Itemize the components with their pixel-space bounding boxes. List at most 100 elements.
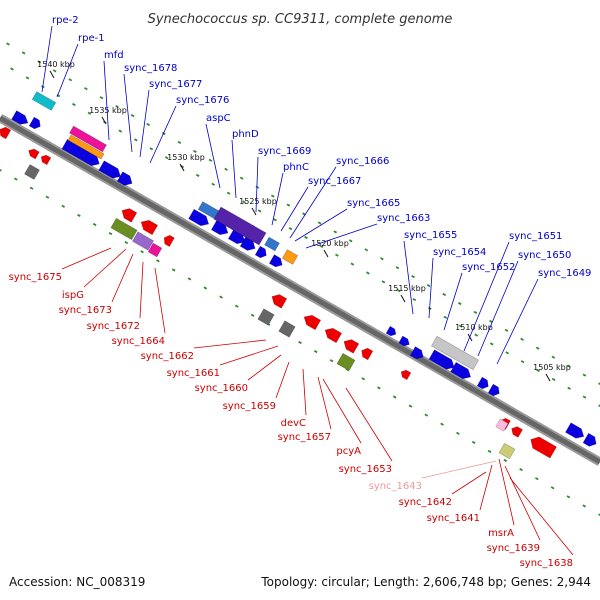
forward-gene-arrow[interactable]: [116, 171, 135, 189]
reverse-gene-arrow[interactable]: [341, 337, 360, 354]
gene-label-sync-1655[interactable]: sync_1655: [404, 230, 457, 241]
kbp-tick-mark: [400, 294, 406, 303]
position-dot: [25, 76, 30, 80]
gene-label-sync-1650[interactable]: sync_1650: [518, 250, 571, 261]
forward-gene-arrow[interactable]: [487, 383, 502, 398]
forward-label-leader: [428, 257, 434, 319]
gene-feature-block[interactable]: [257, 308, 275, 326]
gene-label-sync-1677[interactable]: sync_1677: [149, 79, 202, 90]
gene-feature-block[interactable]: [24, 164, 40, 180]
gene-label-phnc[interactable]: phnC: [283, 162, 309, 173]
forward-gene-arrow[interactable]: [385, 325, 398, 337]
gene-label-sync-1652[interactable]: sync_1652: [462, 262, 515, 273]
forward-gene-arrow[interactable]: [11, 110, 31, 128]
kbp-tick-label: 1540 kbp: [37, 60, 75, 69]
gene-label-sync-1672[interactable]: sync_1672: [87, 321, 140, 332]
forward-gene-arrow[interactable]: [188, 208, 212, 228]
gene-feature-block[interactable]: [31, 91, 57, 111]
gene-feature-block[interactable]: [336, 352, 356, 372]
gene-label-sync-1673[interactable]: sync_1673: [59, 305, 112, 316]
forward-gene-arrow[interactable]: [476, 376, 491, 391]
gene-feature-block[interactable]: [69, 125, 107, 153]
gene-feature-block[interactable]: [281, 249, 299, 265]
position-dot: [45, 195, 50, 199]
reverse-gene-arrow[interactable]: [119, 206, 138, 223]
gene-label-msra[interactable]: msrA: [488, 528, 514, 539]
forward-label-leader: [41, 25, 53, 93]
gene-label-sync-1660[interactable]: sync_1660: [195, 383, 248, 394]
forward-gene-arrow[interactable]: [28, 116, 43, 131]
gene-label-sync-1657[interactable]: sync_1657: [278, 432, 331, 443]
gene-label-sync-1669[interactable]: sync_1669: [258, 146, 311, 157]
gene-label-sync-1664[interactable]: sync_1664: [112, 336, 165, 347]
gene-label-sync-1649[interactable]: sync_1649: [538, 268, 591, 279]
position-dot: [396, 289, 401, 293]
reverse-gene-arrow[interactable]: [0, 125, 12, 140]
gene-label-sync-1641[interactable]: sync_1641: [427, 513, 480, 524]
reverse-gene-arrow[interactable]: [509, 425, 523, 438]
gene-label-sync-1638[interactable]: sync_1638: [520, 558, 573, 569]
reverse-gene-arrow[interactable]: [162, 233, 175, 247]
gene-label-sync-1667[interactable]: sync_1667: [308, 176, 361, 187]
gene-label-rpe-2[interactable]: rpe-2: [52, 15, 79, 26]
gene-feature-block[interactable]: [213, 206, 267, 246]
reverse-gene-arrow[interactable]: [27, 147, 40, 160]
forward-gene-arrow[interactable]: [254, 245, 269, 260]
reverse-gene-arrow[interactable]: [301, 312, 322, 331]
position-dot: [440, 422, 444, 426]
gene-label-sync-1662[interactable]: sync_1662: [141, 351, 194, 362]
forward-gene-arrow[interactable]: [268, 254, 284, 270]
gene-feature-block[interactable]: [495, 418, 509, 432]
label-leaders: [41, 25, 574, 556]
position-dot: [535, 346, 540, 350]
gene-feature-block[interactable]: [278, 320, 296, 338]
gene-label-mfd[interactable]: mfd: [104, 50, 124, 61]
gene-label-phnd[interactable]: phnD: [232, 129, 259, 140]
gene-feature-block[interactable]: [147, 242, 163, 258]
gene-label-sync-1654[interactable]: sync_1654: [433, 247, 486, 258]
forward-gene-arrow[interactable]: [98, 160, 124, 181]
gene-label-ispg[interactable]: ispG: [62, 290, 84, 301]
reverse-gene-arrow[interactable]: [269, 292, 288, 309]
reverse-gene-arrow[interactable]: [39, 153, 52, 166]
gene-label-sync-1651[interactable]: sync_1651: [509, 231, 562, 242]
gene-feature-block[interactable]: [264, 236, 280, 252]
forward-gene-arrow[interactable]: [428, 349, 457, 372]
forward-gene-arrow[interactable]: [409, 346, 425, 362]
gene-label-sync-1676[interactable]: sync_1676: [176, 95, 229, 106]
forward-gene-arrow[interactable]: [565, 422, 586, 441]
gene-label-sync-1665[interactable]: sync_1665: [347, 198, 400, 209]
gene-label-sync-1678[interactable]: sync_1678: [124, 63, 177, 74]
position-dot: [219, 295, 223, 299]
gene-feature-block[interactable]: [67, 134, 105, 160]
kbp-tick-mark: [179, 163, 185, 172]
gene-label-sync-1663[interactable]: sync_1663: [377, 213, 430, 224]
forward-gene-arrow[interactable]: [450, 361, 474, 381]
gene-label-sync-1659[interactable]: sync_1659: [223, 401, 276, 412]
gene-label-sync-1643[interactable]: sync_1643: [369, 481, 422, 492]
gene-label-rpe-1[interactable]: rpe-1: [78, 33, 105, 44]
gene-feature-block[interactable]: [132, 231, 154, 251]
position-dot: [21, 51, 26, 55]
gene-feature-block[interactable]: [110, 217, 138, 241]
gene-label-sync-1666[interactable]: sync_1666: [336, 156, 389, 167]
gene-label-sync-1675[interactable]: sync_1675: [9, 272, 62, 283]
gene-label-pcya[interactable]: pcyA: [336, 446, 361, 457]
position-dot: [567, 386, 571, 390]
reverse-gene-arrow[interactable]: [322, 325, 343, 344]
gene-feature-block[interactable]: [431, 335, 479, 371]
gene-label-sync-1661[interactable]: sync_1661: [167, 368, 220, 379]
forward-gene-arrow[interactable]: [398, 335, 412, 348]
reverse-gene-arrow[interactable]: [527, 434, 557, 459]
reverse-gene-arrow[interactable]: [359, 346, 374, 361]
gene-feature-block[interactable]: [498, 442, 516, 460]
gene-label-sync-1639[interactable]: sync_1639: [487, 543, 540, 554]
reverse-gene-arrow[interactable]: [138, 217, 159, 236]
gene-label-devc[interactable]: devC: [281, 418, 306, 429]
gene-label-aspc[interactable]: aspC: [206, 113, 231, 124]
gene-label-sync-1653[interactable]: sync_1653: [339, 464, 392, 475]
gene-label-sync-1642[interactable]: sync_1642: [399, 497, 452, 508]
forward-gene-arrow[interactable]: [582, 432, 599, 449]
reverse-gene-arrow[interactable]: [399, 368, 412, 381]
position-dot: [286, 203, 291, 207]
